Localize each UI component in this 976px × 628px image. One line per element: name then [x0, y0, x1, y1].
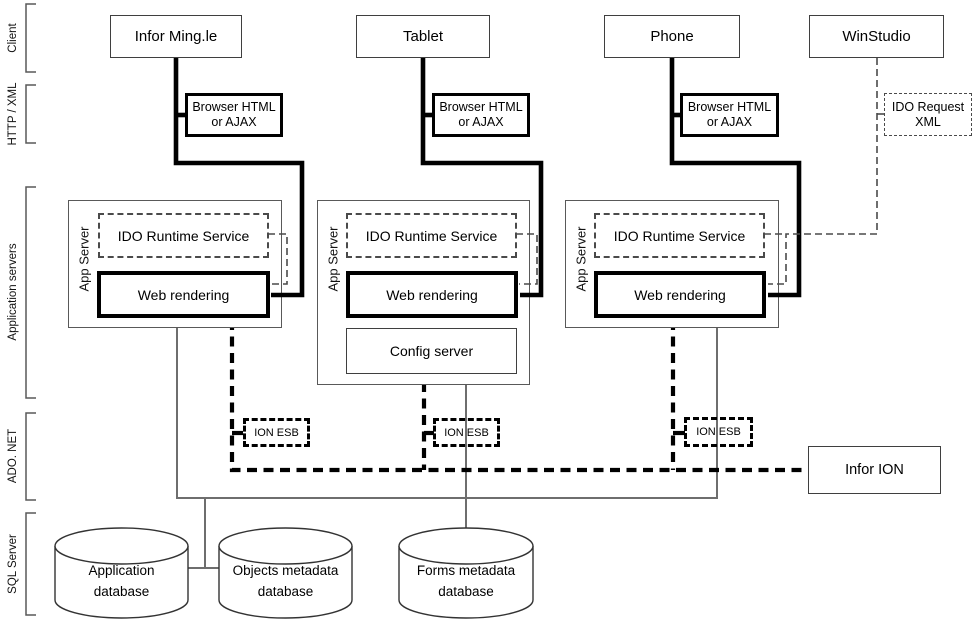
bracket-http-xml	[25, 84, 36, 144]
layer-label-client: Client	[7, 23, 19, 53]
client-box-phone: Phone	[604, 15, 740, 58]
browser-box-2: Browser HTML or AJAX	[432, 93, 530, 137]
database-label-forms: Forms metadata database	[416, 563, 516, 599]
layer-label-application-servers: Application servers	[7, 243, 19, 341]
layer-label-sql-server: SQL Server	[7, 534, 19, 594]
ido-runtime-service-box-1: IDO Runtime Service	[98, 213, 269, 258]
app-server-label-3: App Server	[573, 226, 589, 292]
database-label-objects: Objects metadata database	[232, 563, 339, 599]
web-rendering-box-3: Web rendering	[594, 271, 766, 318]
bracket-ado-net	[25, 412, 36, 501]
layer-brackets	[25, 3, 36, 616]
ion-esb-box-2: ION ESB	[433, 418, 500, 447]
browser-box-3: Browser HTML or AJAX	[680, 93, 779, 137]
app-server-box-1: App Server IDO Runtime Service Web rende…	[68, 200, 282, 328]
bracket-sql-server	[25, 512, 36, 616]
bracket-client	[25, 3, 36, 73]
layer-label-http-xml: HTTP / XML	[7, 82, 19, 146]
app-server-box-3: App Server IDO Runtime Service Web rende…	[565, 200, 779, 328]
browser-box-1: Browser HTML or AJAX	[185, 93, 283, 137]
connector-winstudio	[768, 58, 878, 285]
ido-request-xml-box: IDO Request XML	[884, 93, 972, 136]
config-server-box: Config server	[346, 328, 517, 374]
client-box-tablet: Tablet	[356, 15, 490, 58]
app-server-label-2: App Server	[325, 226, 341, 292]
ion-esb-box-3: ION ESB	[684, 417, 753, 447]
ion-esb-box-1: ION ESB	[243, 418, 310, 447]
ido-runtime-service-box-3: IDO Runtime Service	[594, 213, 765, 258]
bracket-application-servers	[25, 186, 36, 399]
ido-runtime-service-box-2: IDO Runtime Service	[346, 213, 517, 258]
app-server-label-1: App Server	[76, 226, 92, 292]
database-label-application: Application database	[88, 563, 155, 599]
web-rendering-box-2: Web rendering	[346, 271, 518, 318]
app-server-box-2: App Server IDO Runtime Service Web rende…	[317, 200, 530, 385]
client-box-winstudio: WinStudio	[809, 15, 944, 58]
client-box-infor-mingle: Infor Ming.le	[110, 15, 242, 58]
layer-label-ado-net: ADO. NET	[7, 428, 19, 484]
infor-ion-box: Infor ION	[808, 446, 941, 494]
web-rendering-box-1: Web rendering	[97, 271, 270, 318]
